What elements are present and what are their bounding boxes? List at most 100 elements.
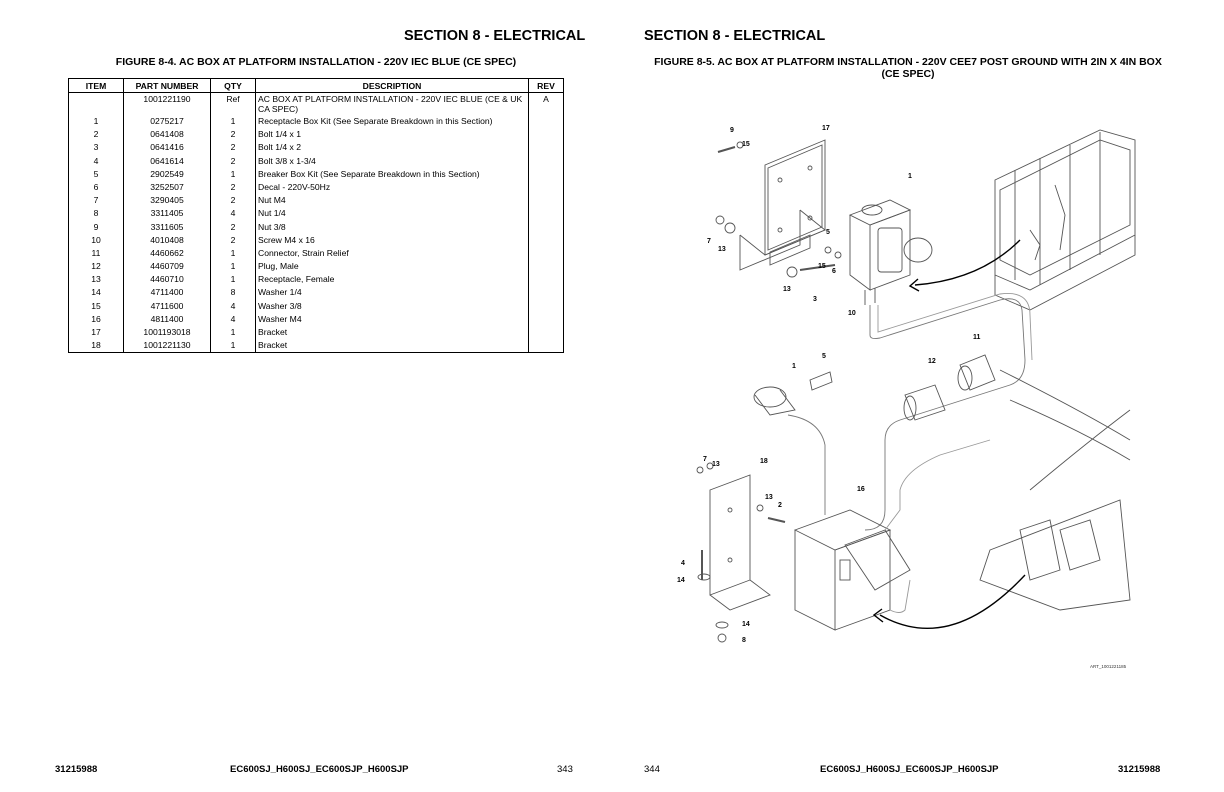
- cell-part-number: 2902549: [123, 167, 211, 181]
- cell-qty: 2: [210, 194, 256, 208]
- cell-item: 2: [68, 128, 124, 142]
- cell-part-number: 4460709: [123, 260, 211, 274]
- cell-description: Bracket: [255, 326, 529, 340]
- cell-item: 15: [68, 299, 124, 313]
- cell-rev: [528, 312, 564, 326]
- header-item: ITEM: [68, 78, 124, 93]
- callout-label: 9: [730, 127, 734, 134]
- cell-rev: [528, 194, 564, 208]
- parts-table: ITEM PART NUMBER QTY DESCRIPTION REV 100…: [68, 78, 564, 354]
- callout-label: 10: [848, 310, 856, 317]
- cell-qty: 1: [210, 167, 256, 181]
- cell-item: 10: [68, 233, 124, 247]
- callout-label: 7: [707, 238, 711, 245]
- cell-part-number: 4010408: [123, 233, 211, 247]
- receptacle-box-1-drawing: [848, 199, 933, 305]
- callout-label: 15: [818, 263, 826, 270]
- parts-table-header: ITEM PART NUMBER QTY DESCRIPTION REV: [68, 78, 564, 93]
- callout-label: 3: [813, 296, 817, 303]
- right-footer-doc-number: 31215988: [1118, 764, 1161, 775]
- callout-label: 12: [928, 358, 936, 365]
- cell-description: Washer M4: [255, 312, 529, 326]
- callout-label: 13: [765, 494, 773, 501]
- cell-item: 14: [68, 286, 124, 300]
- cell-rev: [528, 180, 564, 195]
- cell-description: Bolt 1/4 x 1: [255, 128, 529, 142]
- left-figure-title: FIGURE 8-4. AC BOX AT PLATFORM INSTALLAT…: [115, 56, 517, 68]
- cell-part-number: 0275217: [123, 115, 211, 129]
- cell-item: 3: [68, 141, 124, 155]
- cell-description: Connector, Strain Relief: [255, 246, 529, 261]
- cell-part-number: 3311605: [123, 220, 211, 234]
- cell-rev: [528, 167, 564, 181]
- cell-description: Receptacle, Female: [255, 273, 529, 287]
- cell-rev: [528, 273, 564, 287]
- callout-label: 4: [681, 560, 685, 567]
- cell-part-number: 3252507: [123, 180, 211, 195]
- cell-item: 5: [68, 167, 124, 181]
- cell-qty: 4: [210, 312, 256, 326]
- cell-qty: 8: [210, 286, 256, 300]
- plug-1-drawing: [753, 371, 833, 416]
- cell-qty: 1: [210, 339, 256, 354]
- cell-rev: A: [528, 92, 564, 115]
- cell-part-number: 1001221190: [123, 92, 211, 115]
- cell-qty: 2: [210, 141, 256, 155]
- cell-qty: 1: [210, 326, 256, 340]
- header-qty: QTY: [210, 78, 256, 93]
- cell-qty: 2: [210, 220, 256, 234]
- cell-qty: 1: [210, 273, 256, 287]
- cell-qty: Ref: [210, 92, 256, 115]
- right-section-title: SECTION 8 - ELECTRICAL: [644, 28, 826, 44]
- breaker-box-16-drawing: [793, 509, 911, 631]
- cell-qty: 1: [210, 246, 256, 261]
- cell-rev: [528, 339, 564, 354]
- left-footer-models: EC600SJ_H600SJ_EC600SJP_H600SJP: [230, 764, 409, 775]
- callout-label: 11: [973, 334, 981, 341]
- cell-part-number: 3290405: [123, 194, 211, 208]
- cell-rev: [528, 299, 564, 313]
- callout-label: 13: [712, 461, 720, 468]
- left-footer-doc-number: 31215988: [55, 764, 98, 775]
- platform-detail-drawing: [979, 369, 1131, 611]
- cell-item: 9: [68, 220, 124, 234]
- cell-description: Breaker Box Kit (See Separate Breakdown …: [255, 167, 529, 181]
- cell-item: 17: [68, 326, 124, 340]
- callout-label: 13: [783, 286, 791, 293]
- cell-item: 4: [68, 154, 124, 168]
- bracket-18-drawing: [709, 474, 771, 611]
- cell-part-number: 4711600: [123, 299, 211, 313]
- cell-rev: [528, 246, 564, 261]
- cell-item: 1: [68, 115, 124, 129]
- callout-label: 14: [742, 621, 750, 628]
- cell-rev: [528, 207, 564, 221]
- cell-description: Screw M4 x 16: [255, 233, 529, 247]
- right-footer-models: EC600SJ_H600SJ_EC600SJP_H600SJP: [820, 764, 999, 775]
- cell-part-number: 1001221130: [123, 339, 211, 354]
- cell-qty: 4: [210, 207, 256, 221]
- callout-label: 13: [718, 246, 726, 253]
- cell-description: Nut M4: [255, 194, 529, 208]
- cell-description: Washer 1/4: [255, 286, 529, 300]
- cell-qty: 1: [210, 115, 256, 129]
- cell-description: Bracket: [255, 339, 529, 354]
- cell-item: 13: [68, 273, 124, 287]
- header-part-number: PART NUMBER: [123, 78, 211, 93]
- callout-label: 2: [778, 502, 782, 509]
